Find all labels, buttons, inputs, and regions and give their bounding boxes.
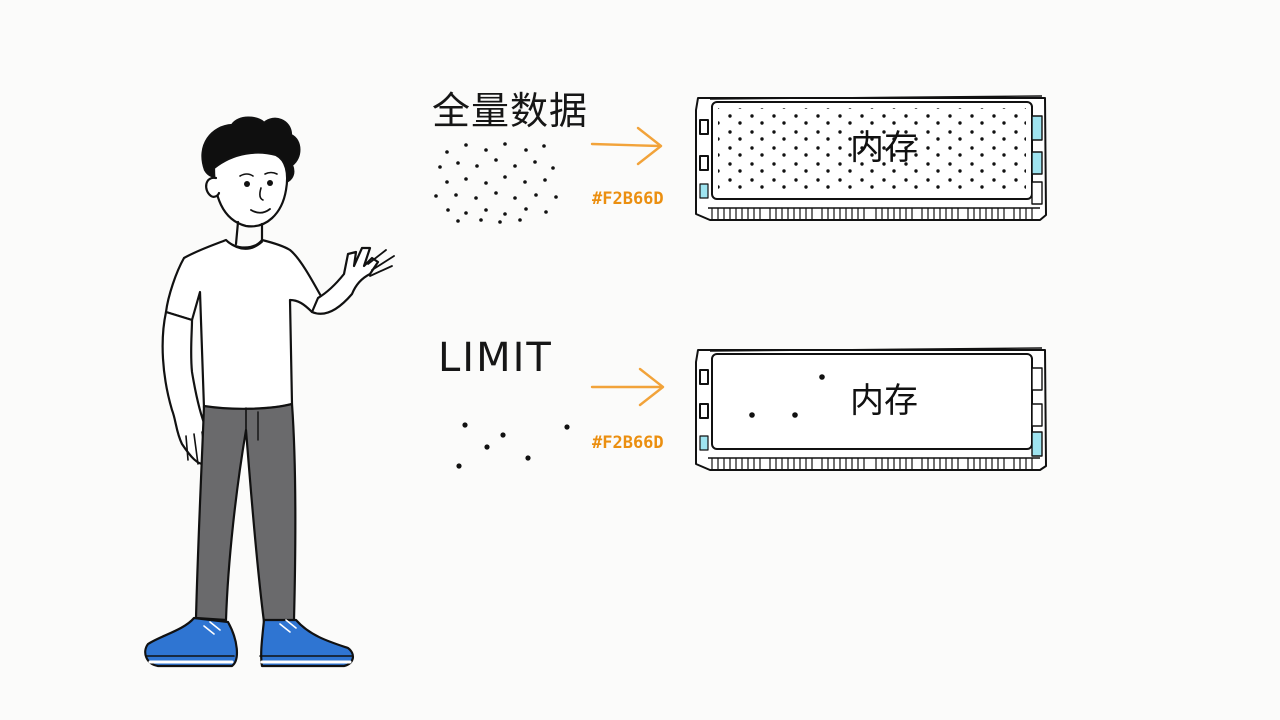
top-arrow-note: #F2B66D	[592, 189, 664, 209]
memory-label-top: 内存	[850, 128, 918, 168]
right-shoe	[260, 618, 354, 668]
person-figure	[144, 116, 395, 668]
left-shoe	[144, 616, 238, 668]
memory-label-bottom: 内存	[850, 381, 918, 421]
t-shirt	[164, 238, 324, 411]
top-arrow	[590, 126, 663, 166]
ear	[205, 176, 221, 198]
bottom-arrow	[590, 367, 665, 407]
ram-stick-bottom	[695, 347, 1047, 471]
limit-data-dots	[456, 422, 570, 469]
ram-stick-top	[695, 95, 1047, 221]
full-data-dots	[434, 142, 558, 224]
pants	[194, 402, 297, 624]
head	[212, 151, 289, 228]
full-data-title: 全量数据	[432, 89, 589, 133]
limit-title: LIMIT	[438, 335, 553, 381]
bottom-arrow-note: #F2B66D	[592, 433, 664, 453]
raised-arm	[310, 246, 380, 315]
